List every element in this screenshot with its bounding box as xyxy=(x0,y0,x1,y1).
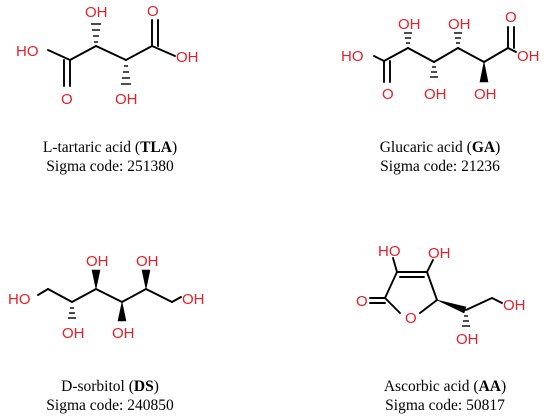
atom-oh: OH xyxy=(517,48,540,65)
compound-abbr: DS xyxy=(133,378,154,395)
atom-o: O xyxy=(505,9,517,26)
atom-oh: OH xyxy=(182,291,205,308)
atom-oh: OH xyxy=(85,4,108,21)
caption-tartaric-acid: L-tartaric acid (TLA) Sigma code: 251380 xyxy=(10,138,210,176)
structure-tartaric-acid: OH HO O OH O OH xyxy=(16,3,199,108)
compound-name-line: D-sorbitol (DS) xyxy=(61,378,159,395)
atom-oh: OH xyxy=(456,331,479,348)
hashed-bond xyxy=(462,315,470,327)
atom-oh: OH xyxy=(474,86,497,103)
atom-o: O xyxy=(382,86,394,103)
sigma-code: Sigma code: 240850 xyxy=(46,397,174,414)
compound-name-line: Glucaric acid (GA) xyxy=(379,139,501,156)
hashed-bond xyxy=(68,307,76,319)
wedge-bond xyxy=(117,301,127,322)
atom-ho: HO xyxy=(378,243,401,260)
atom-o: O xyxy=(356,293,368,310)
atom-oh: OH xyxy=(448,16,471,33)
wedge-bond xyxy=(436,299,467,314)
atom-oh: OH xyxy=(428,245,451,262)
compound-abbr: GA xyxy=(471,139,496,156)
compound-name-line: Ascorbic acid (AA) xyxy=(383,378,507,395)
atom-oh: OH xyxy=(115,91,138,108)
structure-glucaric-acid: HO O OH OH OH OH O OH xyxy=(341,9,540,103)
caption-ascorbic-acid: Ascorbic acid (AA) Sigma code: 50817 xyxy=(345,377,545,415)
atom-oh: OH xyxy=(398,16,421,33)
hashed-bond xyxy=(121,65,131,85)
atom-oh: OH xyxy=(86,253,109,270)
atom-o: O xyxy=(147,3,159,20)
wedge-bond xyxy=(141,269,151,290)
compound-abbr: AA xyxy=(478,378,501,395)
hashed-bond xyxy=(91,23,101,43)
atom-oh: OH xyxy=(424,86,447,103)
compound-name-line: L-tartaric acid (TLA) xyxy=(42,139,178,156)
caption-glucaric-acid: Glucaric acid (GA) Sigma code: 21236 xyxy=(340,138,540,176)
hashed-bond xyxy=(404,32,412,44)
sigma-code: Sigma code: 50817 xyxy=(385,397,505,414)
compound-abbr: TLA xyxy=(140,139,172,156)
atom-ho: HO xyxy=(341,48,364,65)
compound-name: L-tartaric acid xyxy=(42,139,132,156)
structure-ascorbic-acid: HO OH O O OH OH xyxy=(356,243,526,348)
atom-o: O xyxy=(405,310,417,327)
structure-sorbitol: HO OH OH OH OH OH xyxy=(8,253,205,342)
atom-oh: OH xyxy=(176,49,199,66)
atom-o: O xyxy=(61,91,73,108)
hashed-bond xyxy=(454,32,462,44)
sigma-code: Sigma code: 251380 xyxy=(46,158,174,175)
atom-ho: HO xyxy=(16,43,39,60)
compound-name: D-sorbitol xyxy=(61,378,125,395)
sigma-code: Sigma code: 21236 xyxy=(380,158,500,175)
compound-name: Ascorbic acid xyxy=(383,378,470,395)
wedge-bond xyxy=(91,269,101,290)
atom-oh: OH xyxy=(62,325,85,342)
compound-name: Glucaric acid xyxy=(379,139,463,156)
hashed-bond xyxy=(430,66,438,78)
atom-ho: HO xyxy=(8,291,31,308)
caption-sorbitol: D-sorbitol (DS) Sigma code: 240850 xyxy=(10,377,210,415)
atom-oh: OH xyxy=(136,253,159,270)
wedge-bond xyxy=(479,61,489,83)
atom-oh: OH xyxy=(112,325,135,342)
atom-oh: OH xyxy=(503,297,526,314)
